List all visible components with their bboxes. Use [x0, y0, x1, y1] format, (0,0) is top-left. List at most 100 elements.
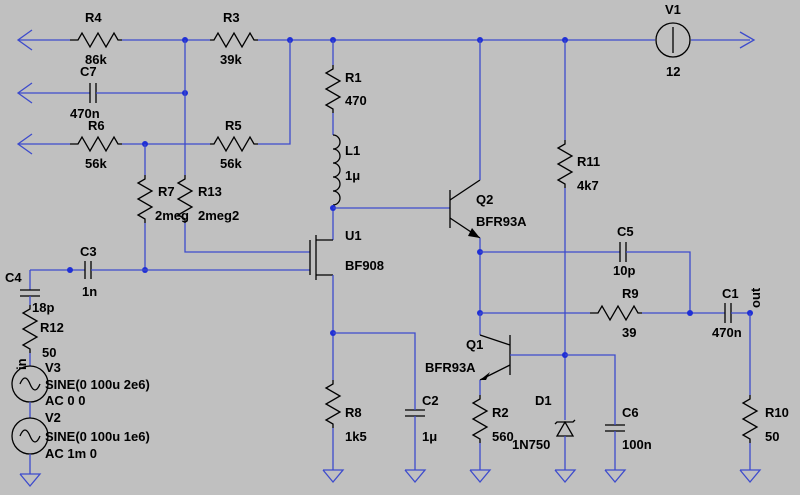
r11-label: R11	[577, 154, 600, 169]
resistor-r10[interactable]	[741, 395, 759, 443]
q2-label: Q2	[476, 192, 493, 207]
resistor-r7[interactable]	[136, 175, 154, 223]
resistor-r13[interactable]	[176, 175, 194, 223]
c7-value: 470n	[70, 106, 100, 121]
capacitor-c2[interactable]	[405, 409, 425, 417]
v3-value: SINE(0 100u 2e6)	[45, 377, 150, 392]
v1-label: V1	[665, 2, 681, 17]
d1-label: D1	[535, 393, 552, 408]
c4-label: C4	[5, 270, 22, 285]
c1-label: C1	[722, 286, 739, 301]
r13-value: 2meg2	[198, 208, 239, 223]
r12-label: R12	[40, 320, 64, 335]
capacitor-c6[interactable]	[605, 424, 625, 432]
capacitor-c1[interactable]	[724, 303, 732, 323]
ground-symbol	[739, 469, 762, 484]
r6-label: R6	[88, 118, 105, 133]
c6-value: 100n	[622, 437, 652, 452]
resistor-r5[interactable]	[210, 135, 258, 153]
r5-label: R5	[225, 118, 242, 133]
junction-dot	[67, 267, 73, 273]
resistor-r9[interactable]	[590, 304, 642, 322]
capacitor-c3[interactable]	[84, 261, 92, 279]
r5-value: 56k	[220, 156, 242, 171]
c2-label: C2	[422, 393, 439, 408]
ground-symbol	[604, 469, 627, 484]
r7-value: 2meg	[155, 208, 189, 223]
v2-label: V2	[45, 410, 61, 425]
c7-label: C7	[80, 64, 97, 79]
top-left-terminal-arrow	[16, 29, 70, 51]
voltage-source-v2[interactable]	[11, 417, 49, 455]
d1-value: 1N750	[512, 437, 550, 452]
r2-label: R2	[492, 405, 509, 420]
ground-symbol	[469, 469, 492, 484]
transistor-q1[interactable]	[479, 334, 511, 381]
resistor-r4[interactable]	[70, 31, 122, 49]
v3-ac: AC 0 0	[45, 393, 85, 408]
zener-diode-d1[interactable]	[554, 419, 576, 437]
r12-value: 50	[42, 345, 56, 360]
r8-value: 1k5	[345, 429, 367, 444]
r6-value: 56k	[85, 156, 107, 171]
u1-label: U1	[345, 228, 362, 243]
junction-dot	[687, 310, 693, 316]
q1-label: Q1	[466, 337, 483, 352]
transistor-q2[interactable]	[449, 179, 481, 239]
l1-value: 1μ	[345, 168, 360, 183]
capacitor-c5[interactable]	[619, 242, 627, 262]
capacitor-c4[interactable]	[20, 289, 40, 297]
q2-value: BFR93A	[476, 214, 527, 229]
r4-label: R4	[85, 10, 102, 25]
v3-label: V3	[45, 360, 61, 375]
v2-value: SINE(0 100u 1e6)	[45, 429, 150, 444]
ground-arrow-r6	[16, 133, 70, 155]
c3-label: C3	[80, 244, 97, 259]
resistor-r11[interactable]	[556, 140, 574, 188]
r3-label: R3	[223, 10, 240, 25]
r7-label: R7	[158, 184, 175, 199]
ground-arrow-c7	[16, 82, 90, 104]
v1-value: 12	[666, 64, 680, 79]
resistor-r12[interactable]	[21, 305, 39, 353]
voltage-source-v3[interactable]	[11, 365, 49, 403]
c5-value: 10p	[613, 263, 635, 278]
ground-symbol	[322, 469, 345, 484]
c2-value: 1μ	[422, 429, 437, 444]
v2-ac: AC 1m 0	[45, 446, 97, 461]
inductor-l1[interactable]	[332, 134, 341, 206]
r10-label: R10	[765, 405, 789, 420]
c4-value: 18p	[32, 300, 54, 315]
resistor-r2[interactable]	[471, 395, 489, 443]
r1-value: 470	[345, 93, 367, 108]
r1-label: R1	[345, 70, 362, 85]
r9-value: 39	[622, 325, 636, 340]
resistor-r6[interactable]	[70, 135, 122, 153]
r11-value: 4k7	[577, 178, 599, 193]
capacitor-c7[interactable]	[89, 83, 97, 103]
c3-value: 1n	[82, 284, 97, 299]
c1-value: 470n	[712, 325, 742, 340]
resistor-r1[interactable]	[324, 65, 342, 113]
mosfet-u1[interactable]	[309, 235, 333, 280]
input-net-label: in	[14, 358, 29, 370]
ground-symbol	[554, 469, 577, 484]
voltage-source-v1[interactable]	[655, 22, 691, 58]
c5-label: C5	[617, 224, 634, 239]
ground-symbol	[404, 469, 427, 484]
resistor-r3[interactable]	[210, 31, 258, 49]
r3-value: 39k	[220, 52, 242, 67]
r2-value: 560	[492, 429, 514, 444]
u1-value: BF908	[345, 258, 384, 273]
l1-label: L1	[345, 143, 360, 158]
resistor-r8[interactable]	[324, 380, 342, 428]
r8-label: R8	[345, 405, 362, 420]
c6-label: C6	[622, 405, 639, 420]
ground-symbol	[19, 473, 42, 488]
r4-value: 86k	[85, 52, 107, 67]
r13-label: R13	[198, 184, 222, 199]
r10-value: 50	[765, 429, 779, 444]
output-net-label: out	[748, 287, 763, 308]
r9-label: R9	[622, 286, 639, 301]
